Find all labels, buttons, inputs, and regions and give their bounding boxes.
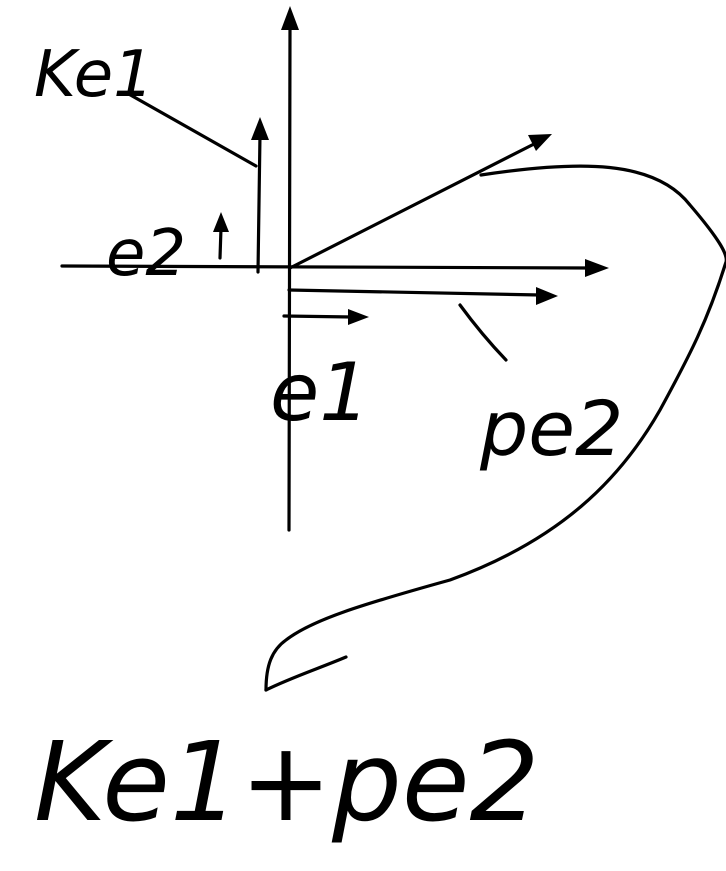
y-axis (281, 6, 299, 532)
leader-line-k-e1 (125, 91, 258, 168)
x-axis (60, 259, 609, 277)
vector-e2 (213, 212, 229, 260)
label-e2: e2 (106, 217, 186, 291)
label-sum: Ke1+pe2 (34, 718, 540, 846)
label-p-e2: pe2 (479, 384, 623, 473)
vector-p-e2 (287, 287, 558, 305)
label-k-e1: Ke1 (34, 38, 154, 112)
leader-line-p-e2 (458, 303, 508, 362)
vector-e1 (282, 309, 369, 325)
curved-arrow (264, 164, 726, 692)
vector-k-e1 (251, 117, 269, 274)
label-e1: e1 (270, 346, 370, 439)
vector-resultant (288, 134, 552, 270)
